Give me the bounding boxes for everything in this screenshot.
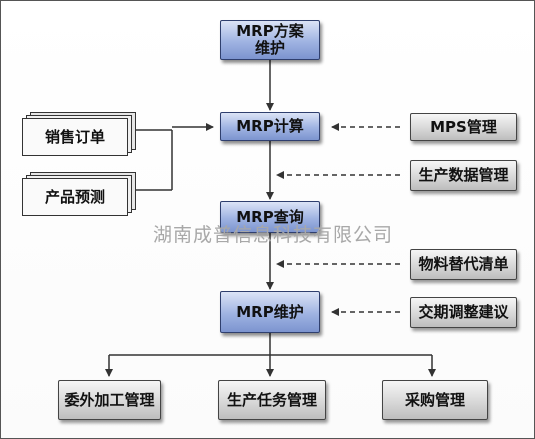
mps-management-node[interactable]: MPS管理	[410, 113, 517, 141]
production-task-management-node[interactable]: 生产任务管理	[218, 380, 326, 420]
outsourcing-management-node[interactable]: 委外加工管理	[58, 380, 161, 420]
document-sheet	[22, 178, 128, 216]
mrp-scheme-maintenance-node[interactable]: MRP方案 维护	[220, 20, 320, 60]
product-forecast-label: 产品预测	[44, 187, 105, 206]
mrp-query-node[interactable]: MRP查询	[220, 201, 320, 233]
purchase-management-node[interactable]: 采购管理	[382, 380, 488, 420]
sales-order-label: 销售订单	[44, 127, 105, 146]
mrp-maintain-node[interactable]: MRP维护	[220, 291, 320, 333]
material-substitute-list-node[interactable]: 物料替代清单	[410, 249, 517, 280]
document-sheet	[22, 118, 128, 156]
production-data-management-node[interactable]: 生产数据管理	[410, 160, 517, 191]
delivery-adjustment-node[interactable]: 交期调整建议	[410, 297, 517, 328]
mrp-compute-node[interactable]: MRP计算	[220, 112, 320, 141]
